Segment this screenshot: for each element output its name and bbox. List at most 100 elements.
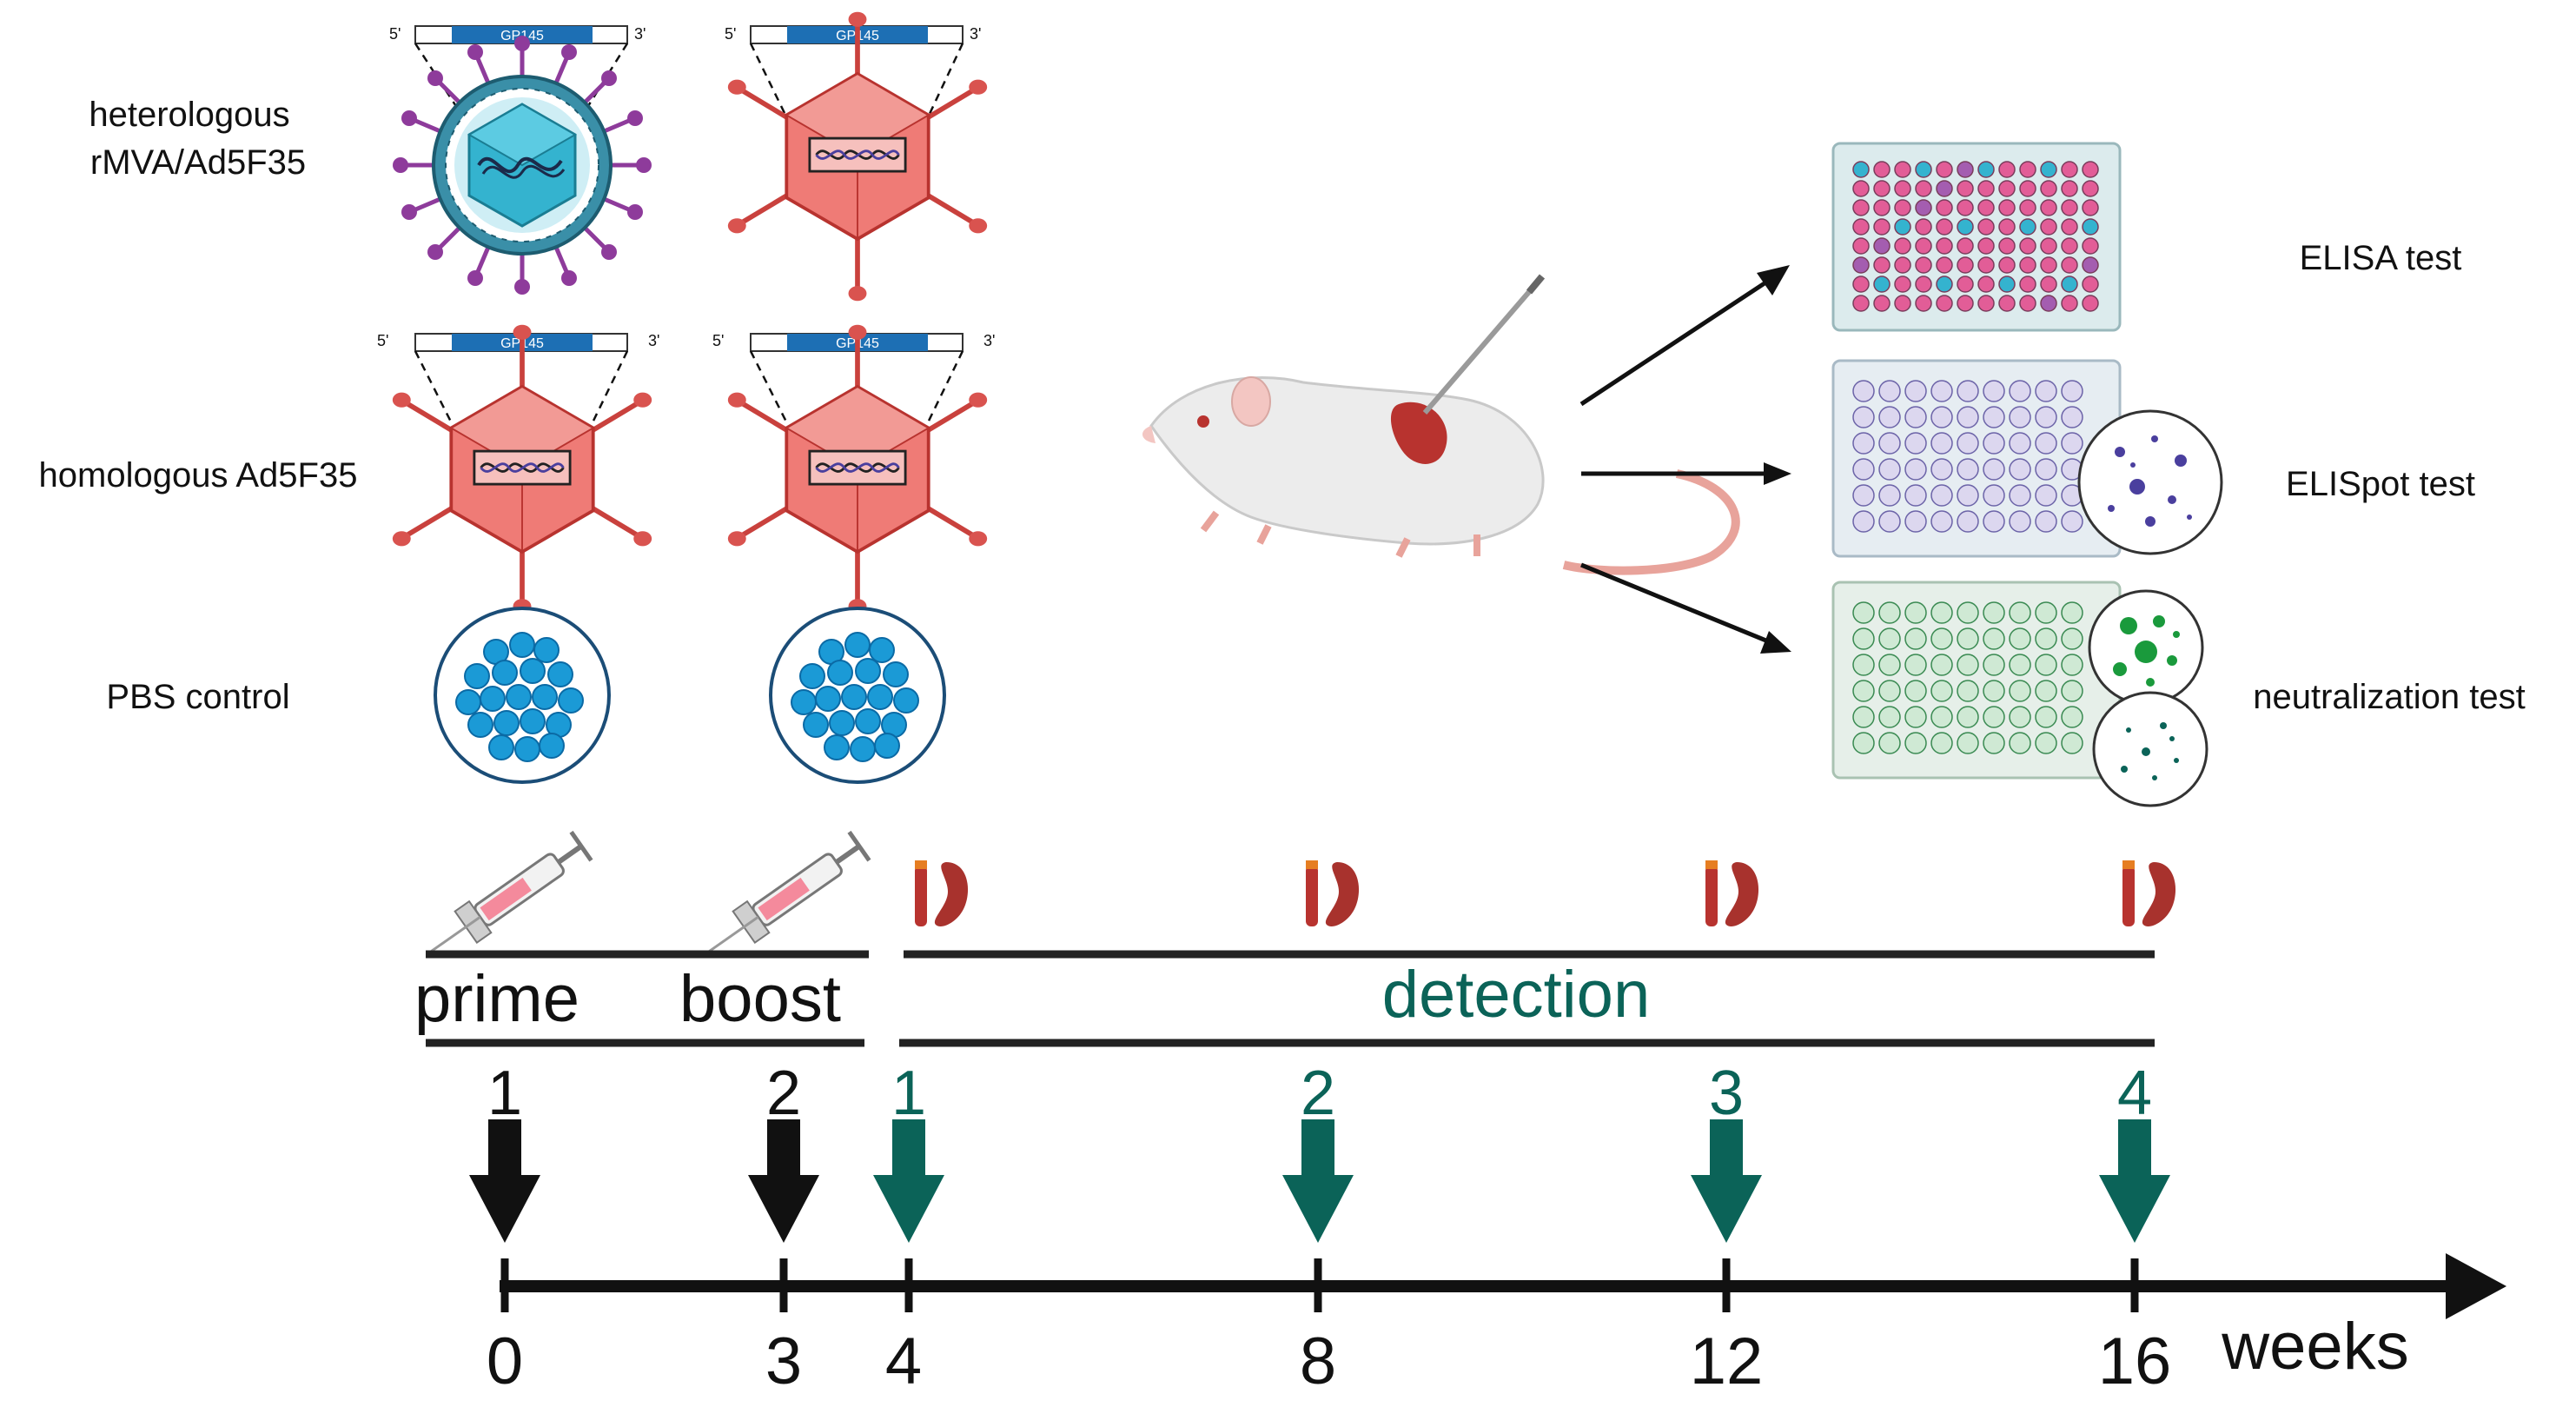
blood-spleen-icon-1 [915, 860, 969, 926]
plate-well [1915, 199, 1932, 216]
plate-well [1878, 510, 1901, 533]
time-axis-arrowhead [2446, 1253, 2506, 1319]
plate-well [1904, 380, 1927, 402]
tick-label-8: 8 [1300, 1324, 1336, 1398]
tick-label-3: 3 [765, 1324, 802, 1398]
prime-arrow [469, 1119, 540, 1243]
plate-well [2061, 237, 2078, 255]
plate-well [1852, 180, 1870, 197]
plate-well [2061, 256, 2078, 274]
plate-well [1852, 601, 1875, 624]
plate-well [1983, 601, 2005, 624]
plate-well [2040, 161, 2057, 178]
plate-well [1852, 199, 1870, 216]
plate-well [1852, 510, 1875, 533]
plate-well [1873, 275, 1891, 293]
plate-well [2061, 627, 2083, 650]
plate-well [1998, 161, 2016, 178]
plate-well [1915, 237, 1932, 255]
plate-well [1998, 237, 2016, 255]
plate-well [2009, 601, 2031, 624]
plate-well [1873, 180, 1891, 197]
plate-well [1936, 218, 1953, 236]
plate-well [1852, 458, 1875, 481]
plate-well [1957, 706, 1979, 728]
plate-well [2082, 180, 2099, 197]
plate-well [1878, 627, 1901, 650]
plate-well [1983, 510, 2005, 533]
mouse-illustration [1142, 274, 1740, 575]
plate-well [1852, 627, 1875, 650]
plate-well [1957, 199, 1974, 216]
plate-well [2061, 732, 2083, 754]
ad5f35-virus-2 [393, 325, 652, 614]
detection-arrow-2 [1282, 1119, 1354, 1243]
plate-well [1878, 484, 1901, 507]
plate-well [1983, 406, 2005, 428]
blood-spleen-icon-2 [1306, 860, 1360, 926]
plate-well [2040, 295, 2057, 312]
immunization-number-1: 1 [487, 1059, 522, 1128]
plate-well [1873, 161, 1891, 178]
plate-well [1894, 218, 1911, 236]
elispot-zoom-circle [2077, 409, 2223, 555]
plate-well [2009, 680, 2031, 702]
plate-well [1852, 706, 1875, 728]
plate-well [2035, 406, 2057, 428]
plate-well [1915, 161, 1932, 178]
plate-well [1852, 380, 1875, 402]
plate-well [1930, 484, 1953, 507]
plate-well [1998, 256, 2016, 274]
plate-well [2061, 380, 2083, 402]
plate-well [2061, 510, 2083, 533]
plate-well [2061, 406, 2083, 428]
plate-well [1930, 380, 1953, 402]
plate-well [1894, 256, 1911, 274]
detection-label: detection [1382, 958, 1650, 1032]
three-prime-label: 3' [970, 25, 981, 43]
plate-well [1852, 406, 1875, 428]
plate-well [2035, 627, 2057, 650]
plate-well [1894, 295, 1911, 312]
plate-well [1852, 237, 1870, 255]
ad5f35-virus-1 [728, 12, 987, 302]
plate-well [1983, 732, 2005, 754]
plate-well [1957, 654, 1979, 676]
plate-well [2082, 237, 2099, 255]
arrowhead-elisa [1757, 265, 1790, 295]
gene-construct-3: 5' GP145 3' [377, 332, 659, 352]
plate-well [1878, 654, 1901, 676]
plate-well [1983, 458, 2005, 481]
plate-well [1852, 275, 1870, 293]
plate-well [1852, 654, 1875, 676]
plate-well [1936, 295, 1953, 312]
plate-well [1977, 237, 1995, 255]
plate-well [2009, 706, 2031, 728]
plate-well [2009, 732, 2031, 754]
plate-well [2061, 654, 2083, 676]
plate-well [1957, 161, 1974, 178]
plate-well [1983, 680, 2005, 702]
plate-well [1957, 406, 1979, 428]
plate-well [1894, 161, 1911, 178]
plate-well [1873, 295, 1891, 312]
plate-well [1904, 627, 1927, 650]
plate-well [1957, 218, 1974, 236]
plate-well [1957, 295, 1974, 312]
three-prime-label: 3' [983, 332, 995, 349]
plate-well [1957, 458, 1979, 481]
plate-well [1878, 380, 1901, 402]
plate-well [2035, 380, 2057, 402]
plate-well [1936, 180, 1953, 197]
three-prime-label: 3' [634, 25, 646, 43]
plate-well [1957, 237, 1974, 255]
detection-number-1: 1 [891, 1059, 926, 1128]
plate-well [1930, 432, 1953, 455]
plate-well [1894, 237, 1911, 255]
plate-well [2035, 484, 2057, 507]
plate-well [2061, 601, 2083, 624]
detection-arrow-1 [873, 1119, 944, 1243]
heterologous-label-line1: heterologous [89, 96, 289, 134]
plate-well [2035, 601, 2057, 624]
plate-well [1852, 432, 1875, 455]
